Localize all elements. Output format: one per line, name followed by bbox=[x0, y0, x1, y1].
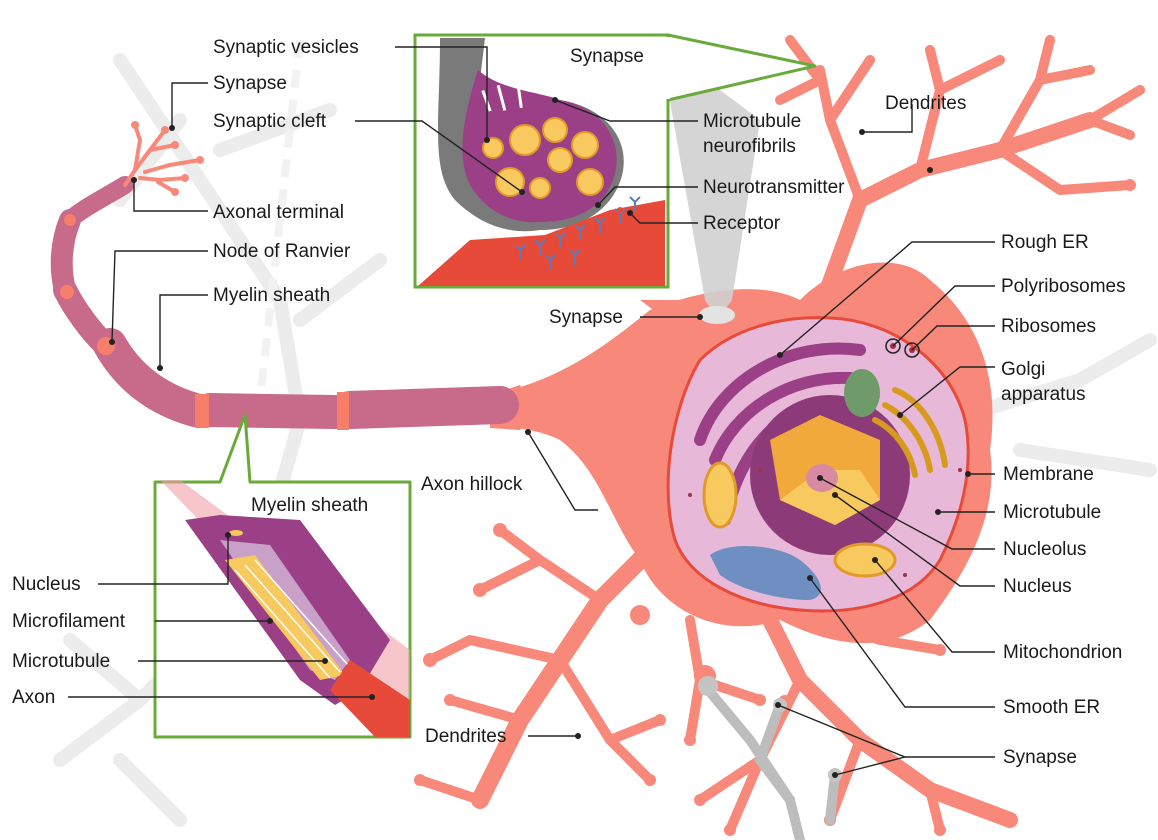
label-synapse-bottom: Synapse bbox=[1003, 747, 1077, 769]
label-nucleus-right: Nucleus bbox=[1003, 576, 1072, 598]
label-axon-hillock: Axon hillock bbox=[421, 474, 522, 496]
label-node-of-ranvier: Node of Ranvier bbox=[213, 241, 350, 263]
label-golgi-apparatus: Golgi apparatus bbox=[1001, 357, 1121, 407]
label-membrane: Membrane bbox=[1003, 464, 1094, 486]
myelin-inset-title: Myelin sheath bbox=[251, 495, 368, 517]
label-myelin-sheath: Myelin sheath bbox=[213, 285, 330, 307]
label-axon: Axon bbox=[12, 687, 55, 709]
label-microtubule-right: Microtubule bbox=[1003, 502, 1101, 524]
label-dendrites-top: Dendrites bbox=[885, 93, 966, 115]
label-synaptic-cleft: Synaptic cleft bbox=[213, 111, 326, 133]
label-mitochondrion: Mitochondrion bbox=[1003, 642, 1122, 664]
synapse-processes-grey bbox=[705, 686, 835, 840]
label-microtubule-left: Microtubule bbox=[12, 651, 110, 673]
label-dendrites-bottom: Dendrites bbox=[425, 726, 506, 748]
label-axonal-terminal: Axonal terminal bbox=[213, 202, 344, 224]
label-microfilament: Microfilament bbox=[12, 611, 125, 633]
label-polyribosomes: Polyribosomes bbox=[1001, 276, 1126, 298]
label-synaptic-vesicles: Synaptic vesicles bbox=[213, 37, 359, 59]
label-receptor: Receptor bbox=[703, 213, 780, 235]
label-neurotransmitter: Neurotransmitter bbox=[703, 177, 845, 199]
label-smooth-er: Smooth ER bbox=[1003, 697, 1100, 719]
label-rough-er: Rough ER bbox=[1001, 232, 1089, 254]
mitochondrion bbox=[835, 544, 895, 576]
label-nucleus-left: Nucleus bbox=[12, 574, 81, 596]
label-ribosomes: Ribosomes bbox=[1001, 316, 1096, 338]
synapse-inset bbox=[415, 35, 815, 287]
label-synapse-top-left: Synapse bbox=[213, 73, 287, 95]
label-microtubule-neurofibrils: Microtubule neurofibrils bbox=[703, 109, 843, 159]
label-synapse-mid: Synapse bbox=[549, 307, 623, 329]
synapse-inset-title: Synapse bbox=[570, 46, 644, 68]
label-nucleolus: Nucleolus bbox=[1003, 539, 1086, 561]
